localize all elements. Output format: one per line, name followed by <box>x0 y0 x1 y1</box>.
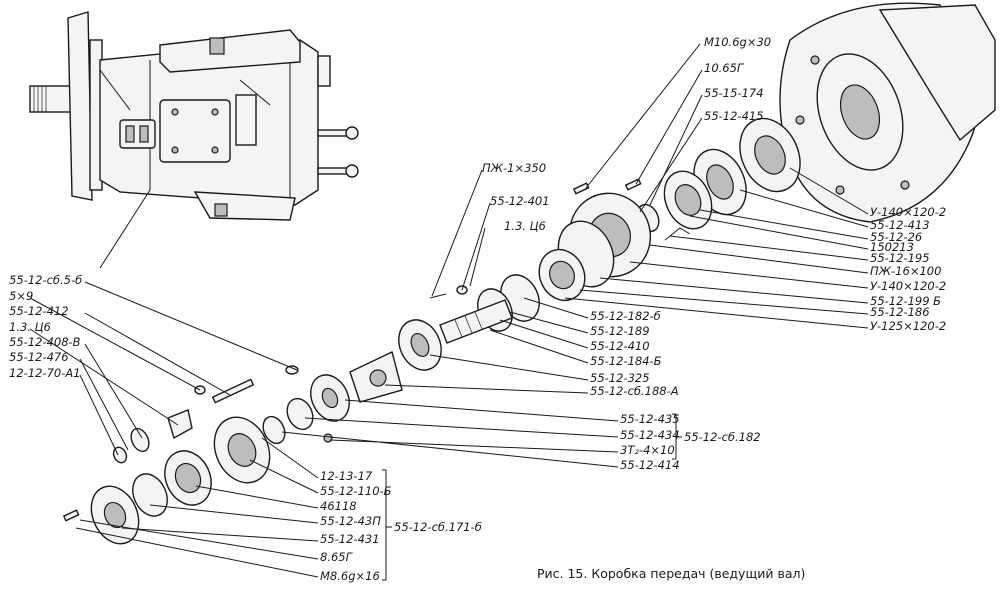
label-left-5: 55-12-476 <box>9 350 69 364</box>
label-left-3: 1.3. Ц6 <box>9 320 51 334</box>
label-top-3: М10.6g×30 <box>704 35 771 49</box>
label-center-2: 55-12-410 <box>590 339 650 353</box>
label-182-group: 55-12-сб.182 <box>684 430 761 444</box>
label-182-item-2: 3Т₂-4×10 <box>620 443 675 457</box>
label-top-4: 10.65Г <box>704 61 745 75</box>
leader-lines <box>29 43 869 581</box>
labels-group-171: 12-13-17 55-12-110-Б 46118 55-12-43П 55-… <box>320 469 482 583</box>
label-171-item-4: 55-12-431 <box>320 532 380 546</box>
label-171-item-1: 55-12-110-Б <box>320 484 392 498</box>
label-right-1: 55-12-413 <box>870 218 930 232</box>
label-right-5: ПЖ-16×100 <box>870 264 941 278</box>
label-right-7: 55-12-199 Б <box>870 294 941 308</box>
label-left-6: 12-12-70-А1 <box>9 366 81 380</box>
clutch-housing-drawing <box>779 2 996 223</box>
label-414: 55-12-414 <box>620 458 680 472</box>
label-right-4: 55-12-195 <box>870 251 930 265</box>
label-171-item-6: М8.6g×16 <box>320 569 380 583</box>
label-182-item-1: 55-12-434 <box>620 428 680 442</box>
label-171-item-5: 8.65Г <box>320 550 354 564</box>
label-center-0: 55-12-182-б <box>590 309 661 323</box>
label-171-item-2: 46118 <box>320 499 357 513</box>
labels-group-182: 55-12-435 55-12-434 3Т₂-4×10 55-12-сб.18… <box>620 412 761 472</box>
label-right-9: У-125×120-2 <box>870 319 946 333</box>
labels-left: 55-12-сб.5-б 5×9 55-12-412 1.3. Ц6 55-12… <box>9 273 82 380</box>
label-top-2: 1.3. Ц6 <box>504 219 546 233</box>
label-171-item-3: 55-12-43П <box>320 514 381 528</box>
label-171-item-0: 12-13-17 <box>320 469 373 483</box>
label-right-6: У-140×120-2 <box>870 279 946 293</box>
label-left-1: 5×9 <box>9 289 33 303</box>
label-top-5: 55-15-174 <box>704 86 764 100</box>
exploded-parts <box>62 117 801 545</box>
labels-center: 55-12-182-б 55-12-189 55-12-410 55-12-18… <box>590 309 679 398</box>
label-171-group: 55-12-сб.171-б <box>394 520 482 534</box>
label-right-2: 55-12-26 <box>870 230 922 244</box>
label-right-8: 55-12-186 <box>870 305 930 319</box>
labels-top: ПЖ-1×350 55-12-401 1.3. Ц6 М10.6g×30 10.… <box>482 35 771 233</box>
label-top-0: ПЖ-1×350 <box>482 161 546 175</box>
label-center-1: 55-12-189 <box>590 324 650 338</box>
label-right-0: У-140×120-2 <box>870 205 946 219</box>
label-center-3: 55-12-184-Б <box>590 354 662 368</box>
label-center-4: 55-12-325 <box>590 371 650 385</box>
gearbox-assembly-drawing <box>29 11 359 269</box>
label-center-5: 55-12-сб.188-А <box>590 384 679 398</box>
label-top-6: 55-12-415 <box>704 109 764 123</box>
label-left-2: 55-12-412 <box>9 304 69 318</box>
label-182-item-0: 55-12-435 <box>620 412 680 426</box>
figure-caption: Рис. 15. Коробка передач (ведущий вал) <box>537 566 805 581</box>
label-left-0: 55-12-сб.5-б <box>9 273 82 287</box>
label-left-4: 55-12-408-В <box>9 335 81 349</box>
label-right-3: 150213 <box>870 240 914 254</box>
labels-right: У-140×120-2 55-12-413 55-12-26 150213 55… <box>870 205 946 333</box>
label-top-1: 55-12-401 <box>490 194 550 208</box>
